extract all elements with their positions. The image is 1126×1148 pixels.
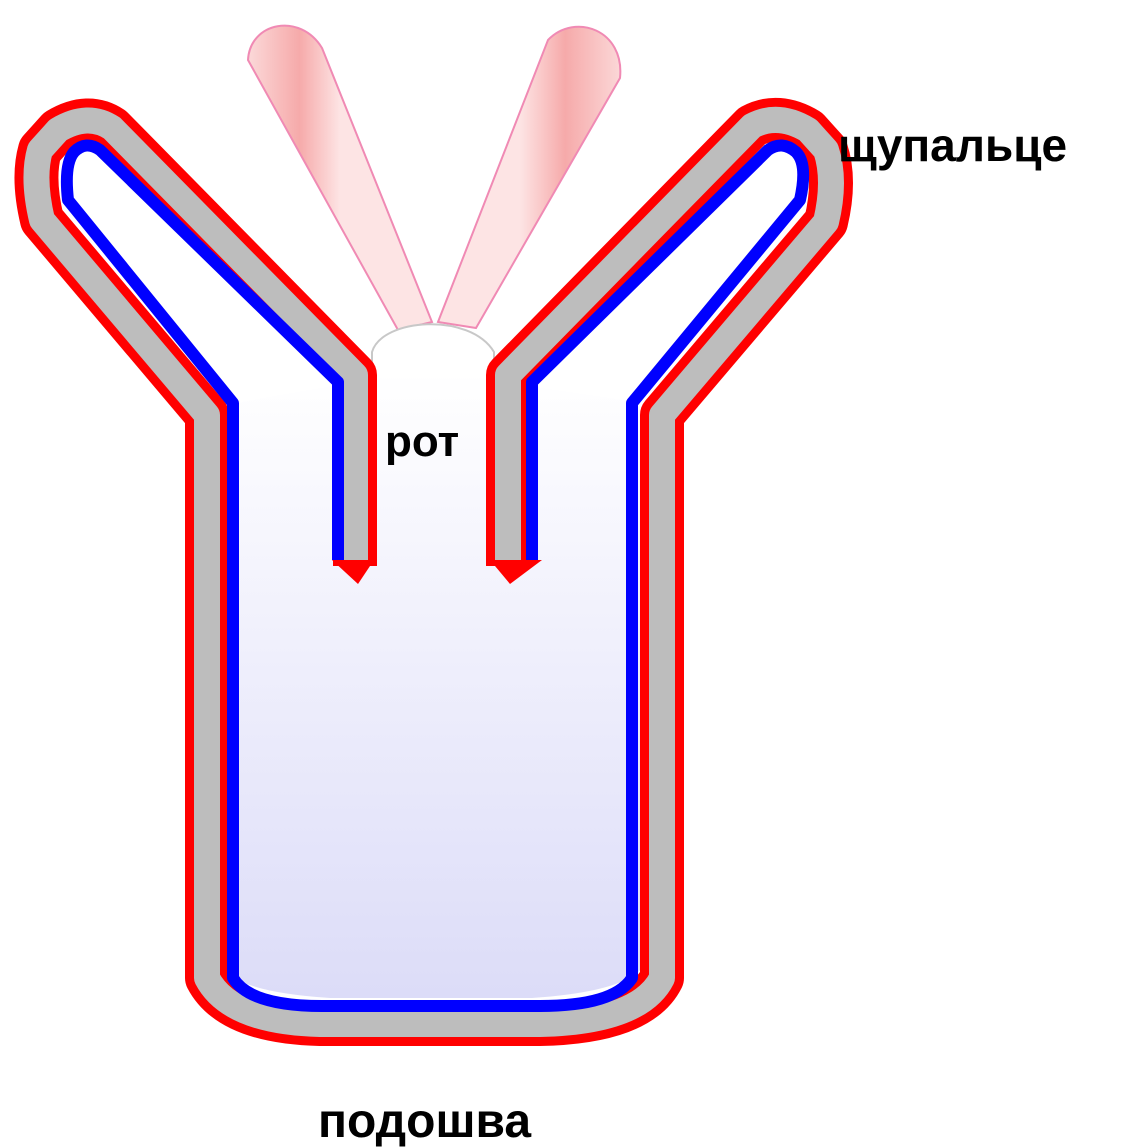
- tentacle-label: щупальце: [838, 122, 1067, 168]
- sole-label: подошва: [318, 1098, 531, 1146]
- mouth-label: рот: [385, 420, 459, 464]
- mouth-opening: [372, 324, 494, 380]
